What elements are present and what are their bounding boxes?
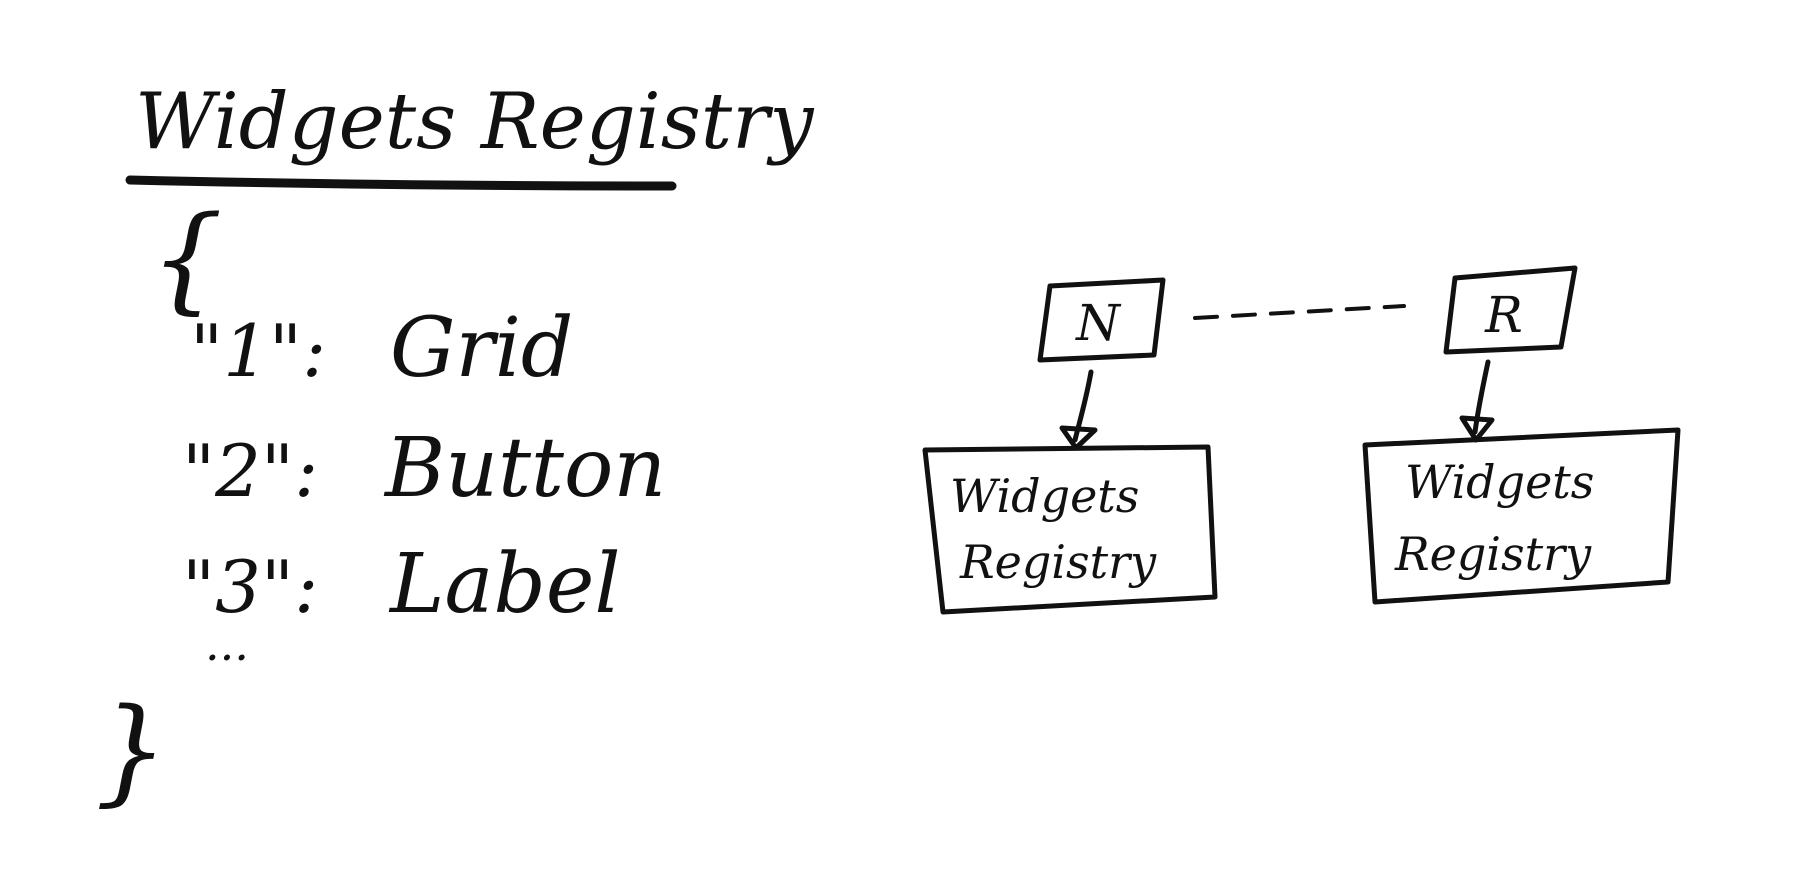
registry-box-right-line1: Widgets [1405, 455, 1594, 509]
registry-value-2: Button [383, 421, 666, 516]
registry-key-3: "3": [182, 545, 318, 629]
node-r-label: R [1484, 286, 1523, 344]
registry-box-left: Widgets Registry [922, 444, 1218, 615]
node-n: N [1037, 277, 1166, 363]
registry-box-left-line2: Registry [959, 535, 1157, 589]
registry-key-2: "2": [182, 429, 318, 513]
registry-box-right: Widgets Registry [1362, 427, 1681, 605]
ellipsis: ... [205, 617, 249, 671]
registry-key-1: "1": [190, 309, 326, 393]
registry-box-left-line1: Widgets [950, 469, 1139, 523]
registry-value-1: Grid [390, 301, 573, 396]
registry-listing: Widgets Registry { "1": Grid "2": Button… [95, 77, 814, 818]
arrow-r-down [1459, 359, 1495, 443]
close-brace: } [95, 684, 168, 818]
registry-box-right-frame [1362, 427, 1681, 605]
arrow-n-down [1059, 369, 1098, 451]
registry-box-left-frame [922, 444, 1218, 615]
title-underline [125, 175, 677, 191]
node-n-label: N [1075, 294, 1122, 352]
dashed-connector [1193, 304, 1406, 320]
node-r-box [1443, 265, 1578, 355]
open-brace: { [150, 192, 223, 326]
node-n-box [1037, 277, 1166, 363]
registry-value-3: Label [388, 537, 621, 632]
registry-box-right-line2: Registry [1394, 527, 1592, 581]
page-title: Widgets Registry [135, 77, 814, 167]
registry-diagram: N R Widgets Registry Widgets R [922, 265, 1681, 615]
node-r: R [1443, 265, 1578, 355]
